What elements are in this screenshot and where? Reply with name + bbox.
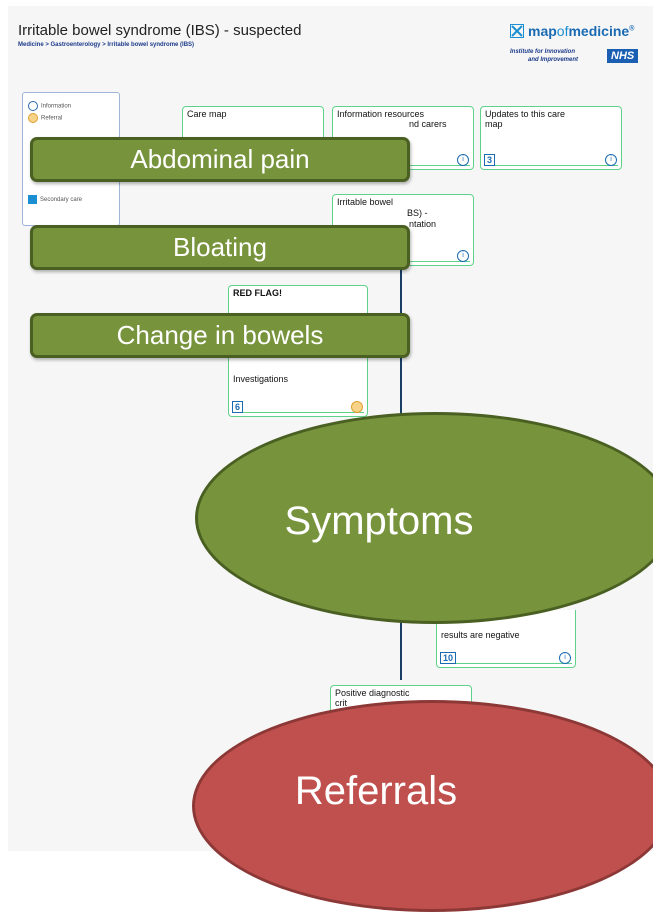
- node-updates[interactable]: Updates to this care map 3 i: [480, 106, 622, 170]
- node-number-badge: 10: [440, 652, 457, 664]
- secondary-care-square-icon: [28, 195, 37, 204]
- symptoms-label: Symptoms: [284, 498, 474, 543]
- node-bar: [232, 402, 364, 413]
- node-label: results are negative: [441, 630, 520, 640]
- map-logo-icon: [510, 24, 524, 38]
- node-number-badge: 3: [484, 154, 496, 166]
- referrals-ellipse: Referrals: [192, 700, 653, 912]
- logo-text-medicine: medicine: [568, 23, 630, 39]
- pill-bloating: Bloating: [30, 225, 410, 270]
- node-label: Information resources: [337, 109, 425, 119]
- logo-subtitle-line2: and Improvement: [528, 57, 579, 63]
- info-icon: [28, 101, 38, 111]
- logo-subtitle-line1: Institute for Innovation: [510, 49, 575, 55]
- referrals-label: Referrals: [294, 768, 458, 813]
- legend-label: Referral: [41, 115, 63, 122]
- legend-item-information: Information: [28, 101, 71, 111]
- node-label-line2: BS) -: [407, 208, 428, 218]
- node-label: Positive diagnostic: [335, 688, 410, 698]
- node-label-line2: nd carers: [409, 119, 447, 129]
- node-number-badge: 6: [232, 401, 244, 413]
- legend-item-secondary-care: Secondary care: [28, 195, 82, 204]
- logo-text: mapofmedicine®: [528, 23, 634, 39]
- referral-icon[interactable]: [351, 401, 363, 413]
- node-label-line3: ntation: [409, 219, 437, 229]
- logo-text-of: of: [556, 23, 569, 39]
- legend-label: Secondary care: [40, 197, 83, 204]
- node-bar: [440, 653, 572, 664]
- node-label-line2: map: [485, 119, 503, 129]
- info-icon[interactable]: i: [457, 154, 469, 166]
- node-label-line2: crit: [335, 698, 347, 708]
- legend-item-referral: Referral: [28, 113, 62, 123]
- logo-trademark: ®: [629, 25, 635, 33]
- node-label: Care map: [187, 109, 227, 119]
- symptoms-ellipse: Symptoms: [195, 412, 653, 624]
- info-icon[interactable]: i: [457, 250, 469, 262]
- node-label: RED FLAG!: [233, 288, 282, 298]
- logo-subtitle: Institute for Innovation and Improvement: [510, 48, 578, 64]
- node-label: Irritable bowel: [337, 197, 394, 207]
- nhs-badge: NHS: [607, 49, 639, 63]
- logo-text-map: map: [528, 23, 557, 39]
- pill-change-in-bowels: Change in bowels: [30, 313, 410, 358]
- node-label-investigations: Investigations: [233, 374, 289, 384]
- legend-label: Information: [41, 103, 72, 110]
- info-icon[interactable]: i: [605, 154, 617, 166]
- map-of-medicine-logo: mapofmedicine® Institute for Innovation …: [510, 23, 650, 68]
- info-icon[interactable]: i: [559, 652, 571, 664]
- node-label: Updates to this care: [485, 109, 566, 119]
- breadcrumb[interactable]: Medicine > Gastroenterology > Irritable …: [18, 42, 195, 48]
- page-title: Irritable bowel syndrome (IBS) - suspect…: [18, 22, 302, 39]
- referral-icon: [28, 113, 38, 123]
- node-bar: [484, 155, 618, 166]
- pill-abdominal-pain: Abdominal pain: [30, 137, 410, 182]
